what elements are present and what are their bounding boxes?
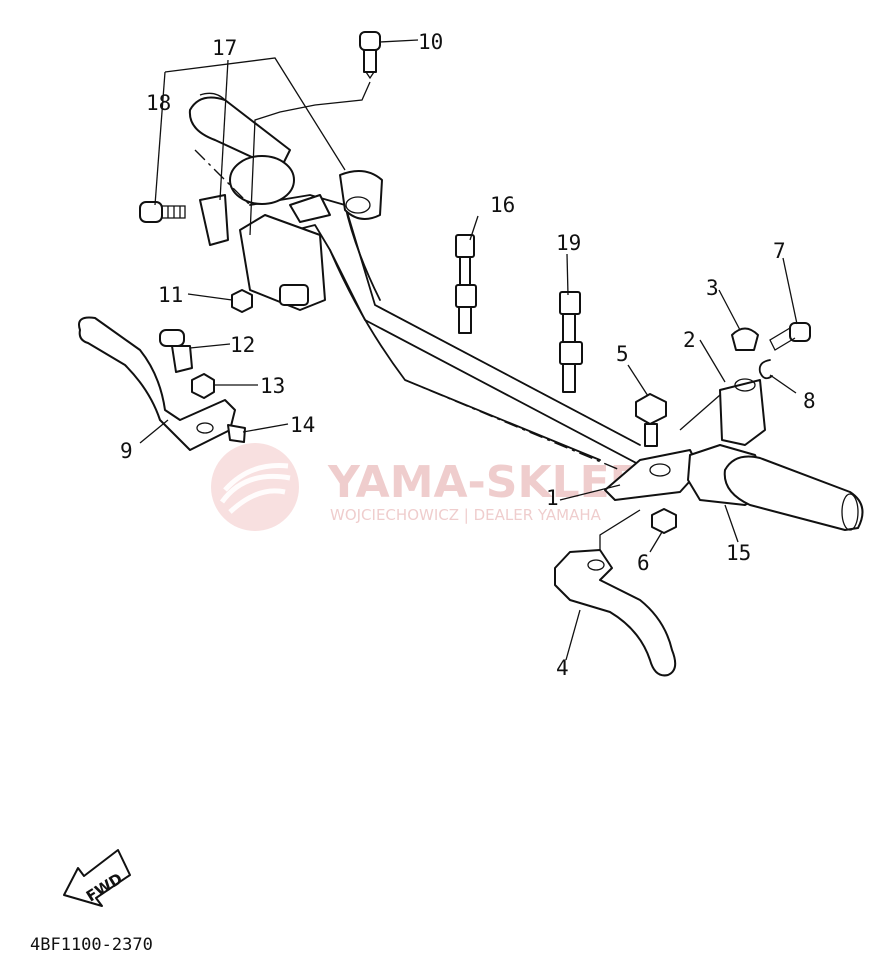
watermark-logo [211,443,299,531]
bolt-5 [635,393,667,447]
nut-6 [651,508,677,534]
watermark-brand: YAMA-SKLEP [327,457,642,508]
watermark: YAMA-SKLEP WOJCIECHOWICZ | DEALER YAMAHA [211,443,642,531]
label-part-5: 5 [616,342,629,366]
label-part-14: 14 [290,413,315,437]
label-part-11: 11 [158,283,183,307]
nut-13 [191,373,215,399]
bolt-7 [769,322,811,351]
left-lever-9 [78,316,236,451]
label-part-3: 3 [706,276,719,300]
watermark-subtitle: WOJCIECHOWICZ | DEALER YAMAHA [330,506,602,524]
right-lever-4 [554,549,677,677]
label-part-4: 4 [556,656,569,680]
label-part-10: 10 [418,30,443,54]
right-grip [687,444,864,531]
bolt-10 [359,31,381,80]
label-part-1: 1 [546,486,559,510]
label-part-17: 17 [212,36,237,60]
label-part-9: 9 [120,439,133,463]
screw-14 [227,424,246,443]
clamp-2 [719,378,766,446]
part-labels: 1 2 3 4 5 6 7 8 9 10 11 12 13 14 15 16 1… [120,30,816,680]
label-part-16: 16 [490,193,515,217]
nut-11 [231,289,253,313]
cable-tie-19 [559,291,583,393]
circlip-8 [758,359,773,380]
diagram-code: 4BF1100-2370 [30,935,153,955]
label-part-6: 6 [637,551,650,575]
label-part-15: 15 [726,541,751,565]
leader-lines [139,39,798,661]
label-part-19: 19 [556,231,581,255]
label-part-7: 7 [773,239,786,263]
label-part-2: 2 [683,328,696,352]
cap-3 [731,327,759,351]
cable-tie-16 [455,234,477,334]
fwd-arrow: FWD [63,849,131,907]
left-master-cylinder-assembly [188,92,383,311]
label-part-18: 18 [146,91,171,115]
label-part-12: 12 [230,333,255,357]
bolt-18 [139,201,186,223]
label-part-8: 8 [803,389,816,413]
bolt-12 [159,329,193,373]
label-part-13: 13 [260,374,285,398]
